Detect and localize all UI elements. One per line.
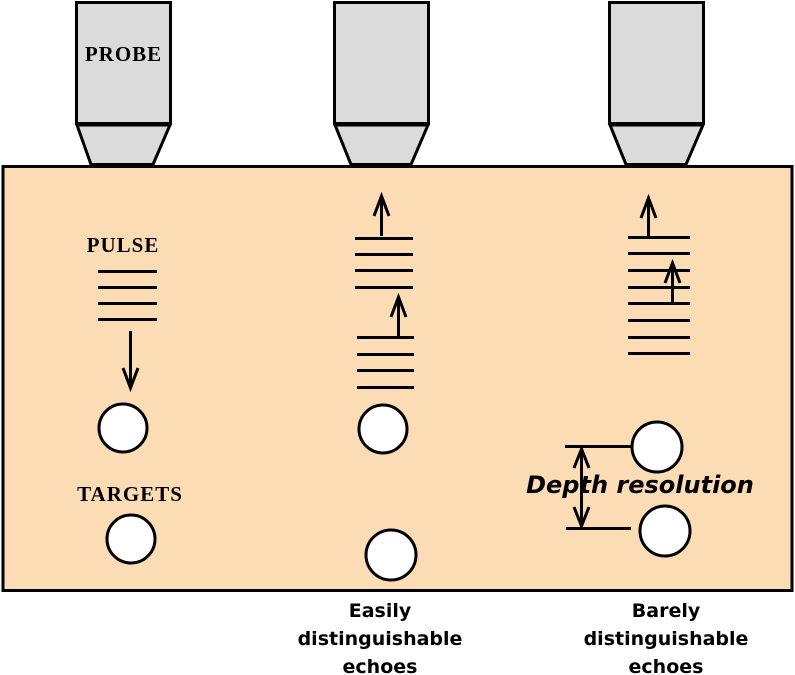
depth-resolution-marker <box>565 444 631 531</box>
caption-barely-distinguishable: Barely distinguishable echoes <box>583 600 749 675</box>
probe-middle-nose <box>332 123 431 166</box>
probe-left-body <box>75 1 172 125</box>
target-circle <box>638 504 692 558</box>
echo-up-arrow-right-upper <box>639 193 658 236</box>
probe-right-nose <box>607 123 706 166</box>
echo-group-right <box>628 236 690 355</box>
probe-left <box>74 1 173 166</box>
targets-label: TARGETS <box>77 482 183 506</box>
target-circle <box>105 513 157 565</box>
target-circle <box>630 420 684 474</box>
target-circle <box>97 402 149 454</box>
echo-up-arrow-middle-upper <box>372 191 391 236</box>
depth-double-arrow <box>572 444 591 531</box>
probe-left-nose <box>74 123 173 166</box>
echo-up-arrow-right-overlapping <box>663 258 682 303</box>
depth-resolution-label: Depth resolution <box>526 471 754 499</box>
pulse-down-arrow <box>121 331 140 393</box>
probe-middle <box>332 1 431 166</box>
probe-label: PROBE <box>84 42 163 66</box>
probe-right-body <box>608 1 705 125</box>
echo-group-middle-upper <box>355 237 413 289</box>
caption-easily-distinguishable: Easily distinguishable echoes <box>297 600 463 675</box>
echo-up-arrow-middle-lower <box>389 292 408 336</box>
probe-right <box>607 1 706 166</box>
target-circle <box>357 403 409 455</box>
probe-middle-body <box>333 1 430 125</box>
transmit-pulse-wavefronts <box>98 270 157 321</box>
target-circle <box>364 528 418 582</box>
echo-group-middle-lower <box>357 336 414 389</box>
pulse-label: PULSE <box>86 233 160 257</box>
